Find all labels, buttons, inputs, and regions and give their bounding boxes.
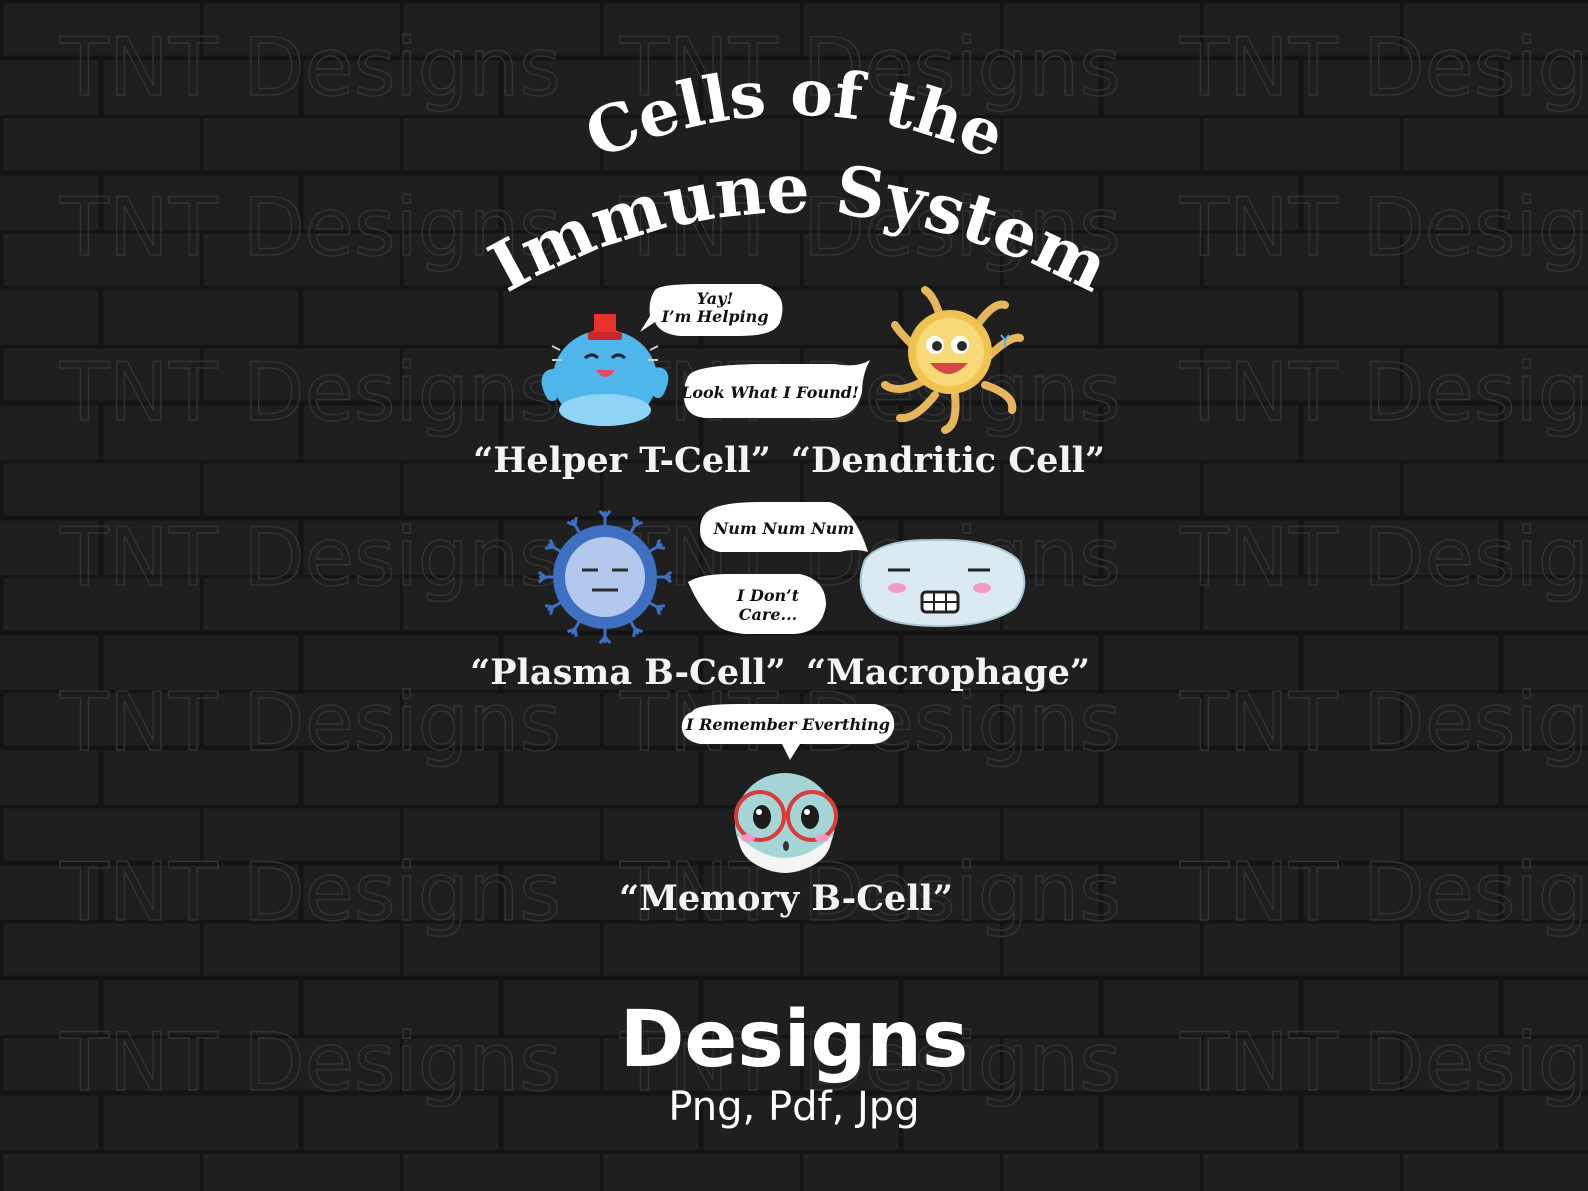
dendritic-cell-icon [881,286,1024,434]
plasma-spike [544,538,563,554]
macrophage-label: “Macrophage” [805,652,1091,693]
dendritic-speech-text: Look What I Found! [680,383,859,402]
plasma-speech-bubble: I Don’t Care... [688,574,826,634]
plasma-spike [544,600,563,616]
helper-t-cell-icon [541,314,669,426]
watermark-text: TNT Designs [59,21,561,114]
watermark-text: TNT Designs [59,511,561,604]
watermark-text: TNT Designs [619,21,1121,114]
footer-title: Designs [619,995,969,1085]
plasma-spike [566,516,582,535]
memory-b-cell-icon [734,773,838,873]
watermark-text: TNT Designs [59,1016,561,1109]
title-graphic: Cells of the Immune System [477,56,1121,309]
watermark-text: TNT Designs [1179,1016,1588,1109]
helper-speech-line2: I’m Helping [660,307,768,326]
footer-formats: Png, Pdf, Jpg [668,1084,920,1130]
macrophage-icon [859,538,1026,628]
plasma-spike [655,570,673,584]
watermark-text: TNT Designs [1179,181,1588,274]
memory-speech-bubble: I Remember Everthing [681,704,895,760]
plasma-speech-line2: Care... [739,605,797,624]
watermark-text: TNT Designs [1179,846,1588,939]
plasma-b-cell-icon [537,509,673,645]
watermark-text: TNT Designs [59,846,561,939]
watermark-text: TNT Designs [619,846,1121,939]
helper-speech-bubble: Yay! I’m Helping [640,284,783,336]
watermark-text: TNT Designs [59,181,561,274]
macrophage-speech-bubble: Num Num Num [700,502,868,552]
plasma-spike [647,538,666,554]
watermark-text: TNT Designs [619,181,1121,274]
helper-speech-line1: Yay! [697,289,734,308]
plasma-spike [628,516,644,535]
watermark-text: TNT Designs [59,676,561,769]
dendritic-cell-label: “Dendritic Cell” [790,440,1106,481]
watermark-text: TNT Designs [1179,676,1588,769]
helper-t-cell-label: “Helper T-Cell” [473,440,771,481]
memory-speech-text: I Remember Everthing [685,715,890,734]
plasma-spike [628,619,644,638]
memory-b-cell-label: “Memory B-Cell” [618,878,954,919]
plasma-spike [566,619,582,638]
plasma-spike [598,627,612,645]
plasma-b-cell-label: “Plasma B-Cell” [470,652,786,693]
watermark-text: TNT Designs [59,346,561,439]
watermark-text: TNT Designs [1179,511,1588,604]
watermark-text: TNT Designs [1179,346,1588,439]
macrophage-speech-text: Num Num Num [713,519,855,538]
dendritic-speech-bubble: Look What I Found! [680,360,870,418]
plasma-speech-line1: I Don’t [736,586,800,605]
plasma-spike [647,600,666,616]
plasma-spike [598,509,612,527]
watermark-text: TNT Designs [619,1016,1121,1109]
watermark-text: TNT Designs [1179,21,1588,114]
plasma-spike [537,570,555,584]
